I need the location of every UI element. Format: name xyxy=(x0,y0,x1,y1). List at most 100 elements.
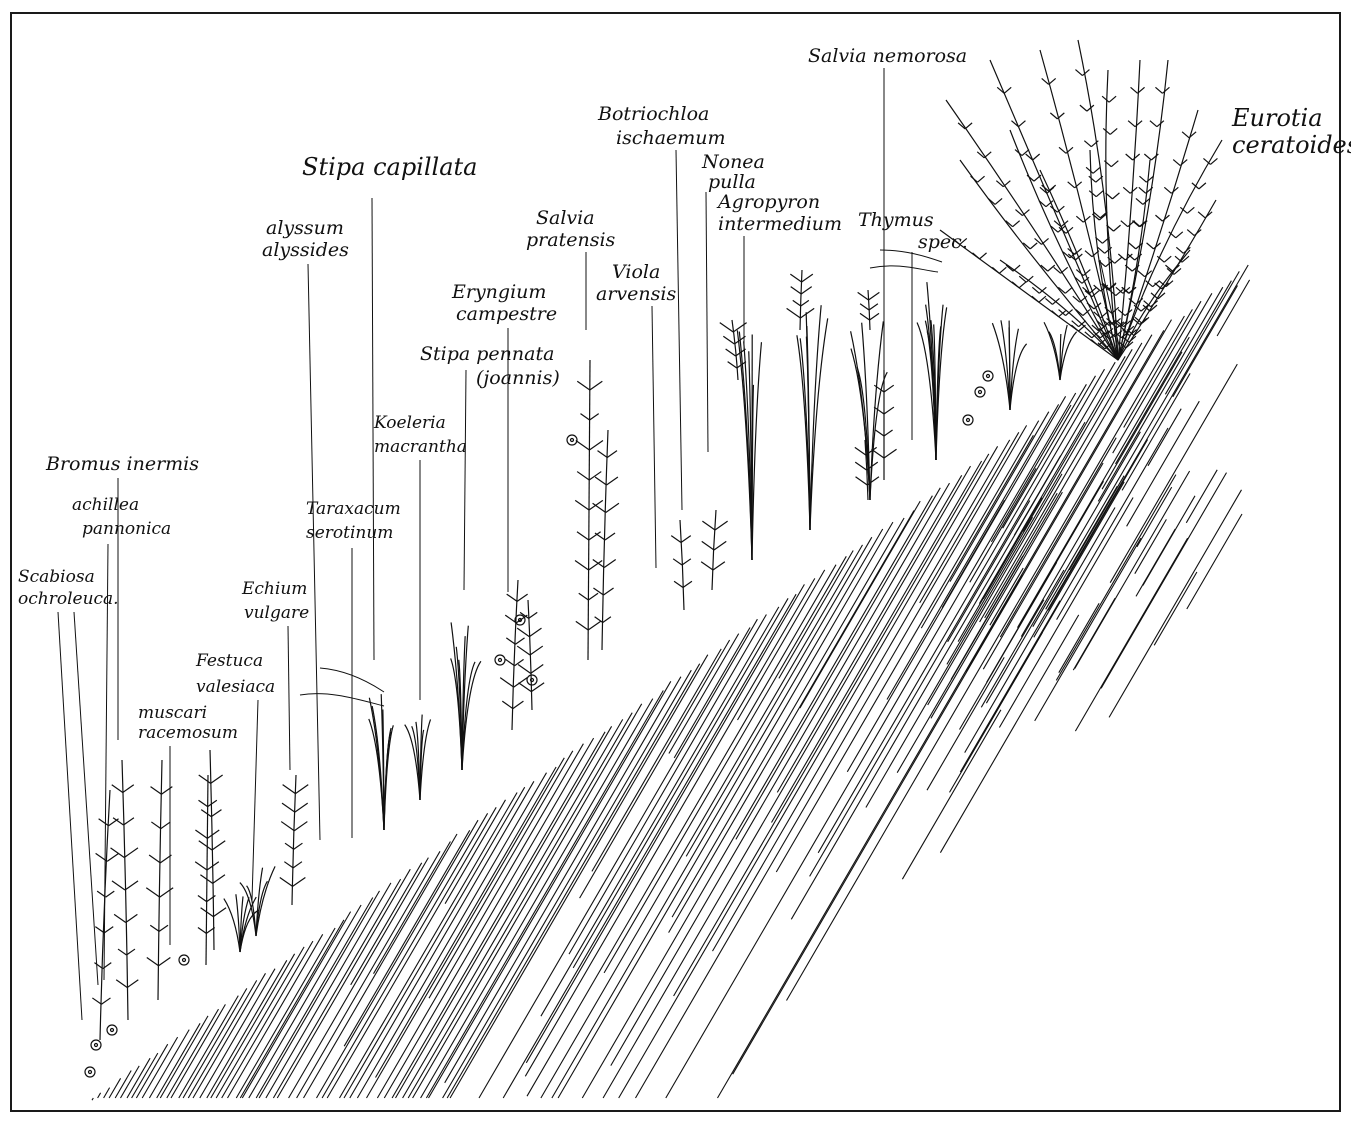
plant-leaf xyxy=(114,914,126,922)
shrub-leaf xyxy=(1115,257,1122,263)
plant-leaf xyxy=(517,628,529,637)
plant-leaf xyxy=(294,822,307,831)
hatch-line xyxy=(902,710,1001,879)
hatch-line xyxy=(429,751,573,998)
plant-leaf xyxy=(529,612,538,618)
shrub-leaf xyxy=(1059,311,1066,317)
hatch-line xyxy=(1109,490,1241,718)
hatch-line xyxy=(136,1044,167,1098)
plant-leaf xyxy=(106,891,115,897)
hatch-line xyxy=(776,421,1038,872)
shrub-leaf xyxy=(1210,158,1217,164)
shrub-leaf xyxy=(1155,215,1162,221)
hatch-line xyxy=(277,869,410,1098)
flower-head xyxy=(963,415,973,425)
plant-leaf xyxy=(208,800,217,806)
plant-leaf xyxy=(199,841,212,850)
plant-leaf xyxy=(198,927,206,933)
shrub-leaf xyxy=(1018,121,1025,127)
shrub-leaf xyxy=(1039,287,1046,293)
shrub-leaf xyxy=(1128,121,1135,127)
leader-line xyxy=(464,370,466,590)
flower-head xyxy=(975,387,985,397)
plant-leaf xyxy=(285,843,294,849)
grass-blade xyxy=(256,868,263,936)
shrub-leaf xyxy=(980,253,987,259)
plant-leaf xyxy=(118,949,126,955)
plant-leaf xyxy=(112,785,123,793)
plant-leaf xyxy=(147,957,159,965)
label-eurotia: Eurotia xyxy=(1232,105,1323,131)
plant-leaf xyxy=(111,848,125,858)
label-koeleria-2: macrantha xyxy=(374,438,467,456)
shrub-leaf xyxy=(1180,160,1187,166)
label-eurotia-2: ceratoides xyxy=(1232,132,1351,158)
hatch-line xyxy=(1110,364,1237,583)
shrub-leaf xyxy=(978,176,985,182)
label-salvia-nemorosa: Salvia nemorosa xyxy=(808,46,967,67)
label-echium-2: vulgare xyxy=(244,604,309,622)
plant-leaf xyxy=(604,588,614,595)
plant-leaf xyxy=(576,440,590,450)
plant-leaf xyxy=(728,362,737,368)
plant-leaf xyxy=(595,617,603,623)
shrub-leaf xyxy=(1012,282,1019,288)
plant-leaf xyxy=(127,949,135,955)
shrub-leaf xyxy=(1065,287,1072,293)
plant-leaf xyxy=(515,638,524,644)
hatch-line xyxy=(1102,352,1182,489)
hatch-line xyxy=(1046,486,1118,609)
plant-leaf xyxy=(605,533,615,540)
label-salvia-pratensis: Salvia xyxy=(536,208,595,229)
label-taraxacum-2: serotinum xyxy=(306,524,393,542)
shrub-leaf xyxy=(1187,207,1194,213)
shrub-leaf xyxy=(1131,87,1138,93)
hatch-line xyxy=(157,1023,200,1098)
hatch-line xyxy=(479,619,757,1098)
shrub-leaf xyxy=(1147,243,1154,249)
label-agropyron-2: intermedium xyxy=(718,214,842,235)
hatch-line xyxy=(1101,473,1226,689)
hatch-line xyxy=(1135,519,1167,573)
label-muscari: muscari xyxy=(138,704,207,722)
hatch-line xyxy=(1165,281,1231,395)
plant-leaf xyxy=(531,683,544,692)
hatch-line xyxy=(149,1030,189,1098)
plant-leaf xyxy=(673,559,682,565)
hatch-line xyxy=(569,615,766,955)
plant-leaf xyxy=(593,588,603,595)
hatch-line xyxy=(222,941,313,1098)
plant-leaf xyxy=(293,862,302,868)
shrub-leaf xyxy=(1102,96,1109,102)
plant-leaf xyxy=(715,521,728,530)
plant-leaf xyxy=(199,800,208,806)
shrub-branch xyxy=(1118,60,1140,360)
plant-leaf xyxy=(281,822,294,831)
label-scabiosa: Scabiosa xyxy=(18,568,95,586)
shrub-leaf xyxy=(1162,87,1169,93)
shrub-leaf xyxy=(1144,154,1151,160)
plant-leaf xyxy=(869,304,878,310)
plant-leaf xyxy=(590,381,603,390)
hatch-line xyxy=(738,570,825,720)
shrub-leaf xyxy=(1164,256,1171,262)
label-scabiosa-2: ochroleuca. xyxy=(18,590,119,608)
plant-leaf xyxy=(791,287,802,294)
shrub-leaf xyxy=(1075,70,1082,76)
shrub-leaf xyxy=(1138,271,1145,277)
shrub-leaf xyxy=(1103,128,1110,134)
plant-leaf xyxy=(588,621,600,630)
plant-leaf xyxy=(211,775,223,783)
plant-leaf xyxy=(702,541,714,550)
plant-leaf xyxy=(869,292,880,300)
shrub-leaf xyxy=(1019,282,1026,288)
plant-leaf xyxy=(149,855,160,863)
shrub-leaf xyxy=(1033,154,1040,160)
plants xyxy=(85,40,1222,1077)
plant-leaf xyxy=(855,462,866,470)
hatch-line xyxy=(160,1016,208,1098)
hatch-line xyxy=(791,362,1115,919)
hatch-line xyxy=(98,1093,101,1098)
plant-leaf xyxy=(595,477,606,485)
label-stipa-pennata-2: (joannis) xyxy=(476,368,560,389)
